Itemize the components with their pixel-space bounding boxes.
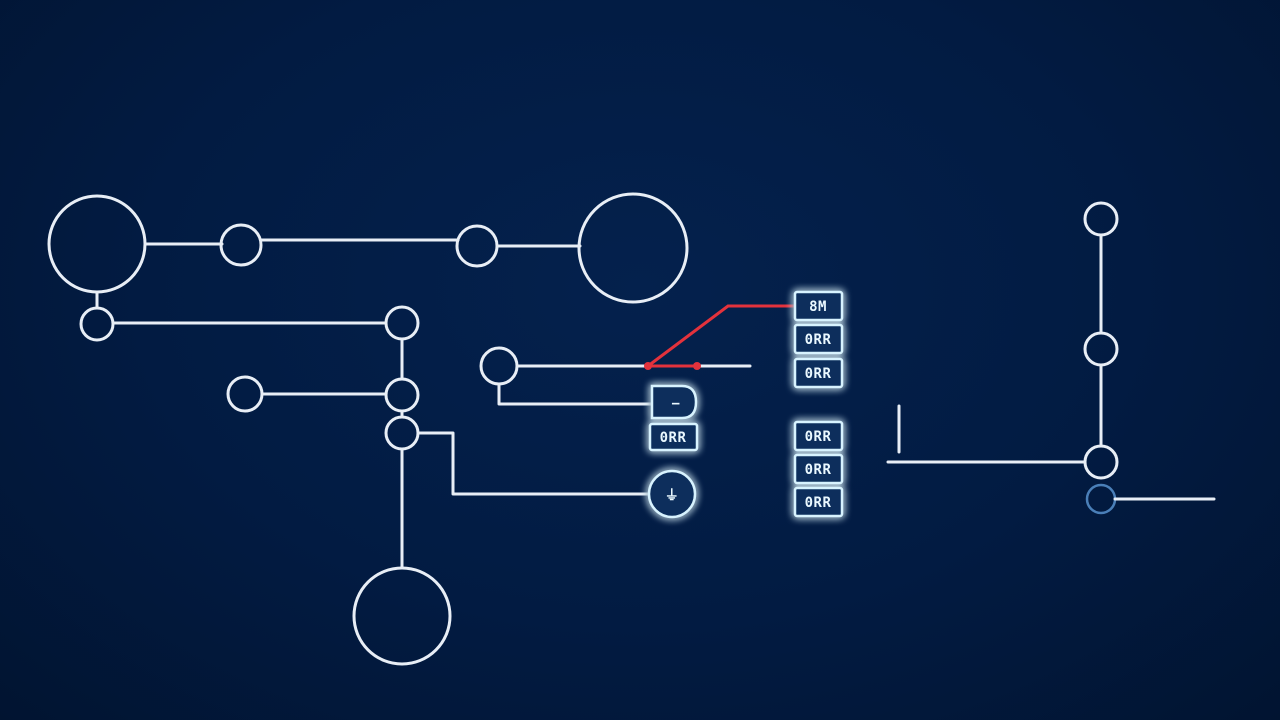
highlight-dot-1 bbox=[644, 362, 652, 370]
component-box-top-2-label: 0RR bbox=[805, 332, 832, 348]
component-box-bottom-3 bbox=[793, 486, 844, 518]
component-box-top-3 bbox=[793, 357, 844, 389]
small-node-left bbox=[79, 306, 115, 342]
wire-middle-to-minus bbox=[497, 382, 654, 406]
large-node-top-right bbox=[577, 192, 689, 304]
small-node-right-bottom bbox=[1083, 444, 1119, 480]
small-node-right-mid bbox=[1083, 331, 1119, 367]
component-box-bottom-2 bbox=[793, 453, 844, 485]
ground-symbol-icon: ⏚ bbox=[665, 488, 680, 504]
component-box-top-1-label: 8M bbox=[809, 299, 827, 315]
small-node-junction-3 bbox=[384, 415, 420, 451]
small-node-right-top bbox=[1083, 201, 1119, 237]
small-node-top-2 bbox=[455, 224, 499, 268]
wire-to-ground bbox=[416, 431, 652, 496]
component-box-top-2 bbox=[793, 323, 844, 355]
small-node-junction-1 bbox=[384, 305, 420, 341]
ground-component bbox=[647, 469, 697, 519]
small-node-mid-left bbox=[226, 375, 264, 413]
component-box-bottom-3-label: 0RR bbox=[805, 495, 832, 511]
component-box-left bbox=[648, 422, 699, 452]
large-node-bottom bbox=[352, 566, 452, 666]
minus-component bbox=[650, 384, 698, 420]
dim-node-right bbox=[1085, 483, 1117, 515]
highlight-dot-2 bbox=[693, 362, 701, 370]
large-node-top-left bbox=[47, 194, 147, 294]
component-box-bottom-1-label: 0RR bbox=[805, 429, 832, 445]
small-node-middle bbox=[479, 346, 519, 386]
minus-symbol-icon: − bbox=[672, 396, 681, 412]
small-node-top-1 bbox=[219, 223, 263, 267]
component-box-left-label: 0RR bbox=[660, 430, 687, 446]
highlight-wire bbox=[646, 304, 796, 368]
component-box-top-1 bbox=[793, 290, 844, 322]
component-box-bottom-2-label: 0RR bbox=[805, 462, 832, 478]
component-box-top-3-label: 0RR bbox=[805, 366, 832, 382]
small-node-junction-2 bbox=[384, 377, 420, 413]
component-box-bottom-1 bbox=[793, 420, 844, 452]
